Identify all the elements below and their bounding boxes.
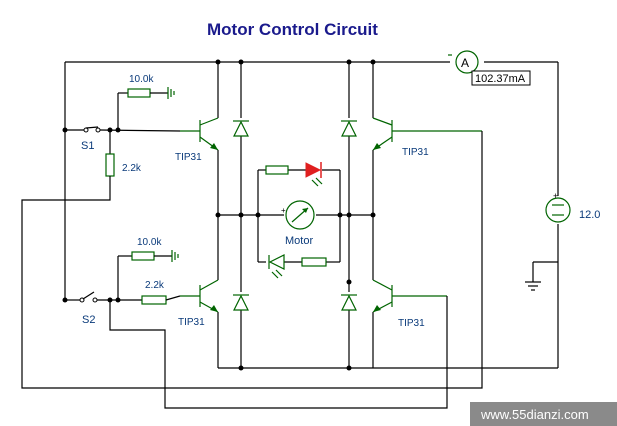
transistor-q2-icon (180, 279, 219, 313)
led1-resistor-icon (265, 165, 289, 175)
s1-label: S1 (81, 140, 94, 152)
watermark-text: www.55dianzi.com (480, 407, 589, 422)
transistor-q1-icon (180, 117, 219, 151)
s2-label: S2 (82, 314, 95, 326)
junction-dots (62, 59, 376, 371)
cross-wire-s1-to-q3 (21, 131, 483, 389)
resistor-bot-pull-icon (131, 251, 155, 261)
switch-s1-icon (83, 126, 101, 133)
led2-icon (268, 254, 285, 279)
ground-top-icon (167, 87, 175, 99)
motor-icon: + (281, 200, 315, 230)
diagram-title: Motor Control Circuit (207, 20, 378, 39)
q3-label: TIP31 (402, 147, 429, 158)
resistor-top-base-label: 2.2k (122, 163, 142, 174)
switch-s2-icon (79, 291, 98, 303)
led1-icon (305, 162, 323, 187)
source-voltage-label: 12.0 (579, 209, 600, 221)
diode-d3-icon (341, 120, 357, 137)
q1-label: TIP31 (175, 152, 202, 163)
resistor-top-base-icon (105, 153, 115, 177)
diode-d2-icon (233, 294, 249, 311)
motor-label: Motor (285, 235, 313, 247)
ammeter-icon: A (448, 50, 479, 74)
svg-text:A: A (461, 56, 469, 70)
dc-source-icon: + (545, 191, 571, 223)
ammeter-readout-box (471, 70, 531, 86)
q4-label: TIP31 (398, 318, 425, 329)
ammeter-reading: 102.37mA (475, 73, 526, 85)
transistor-q4-icon (372, 279, 447, 313)
s1-right-wire (99, 129, 181, 132)
q2-label: TIP31 (178, 317, 205, 328)
watermark-box (470, 402, 617, 426)
led2-resistor-icon (301, 257, 327, 267)
resistor-top-pull-icon (127, 88, 151, 98)
resistor-bot-pull-label: 10.0k (137, 237, 162, 248)
cross-wire-s2-to-q4 (109, 296, 448, 409)
bot-base-wire (165, 295, 181, 301)
resistor-bot-base-label: 2.2k (145, 280, 165, 291)
resistor-bot-base-icon (141, 295, 167, 305)
svg-text:+: + (553, 191, 558, 201)
diode-d1-icon (233, 120, 249, 137)
transistor-q3-icon (372, 117, 482, 151)
diode-d4-icon (341, 294, 357, 311)
svg-text:+: + (281, 206, 286, 215)
ground-bottom-icon (171, 250, 179, 262)
resistor-top-pull-label: 10.0k (129, 74, 154, 85)
